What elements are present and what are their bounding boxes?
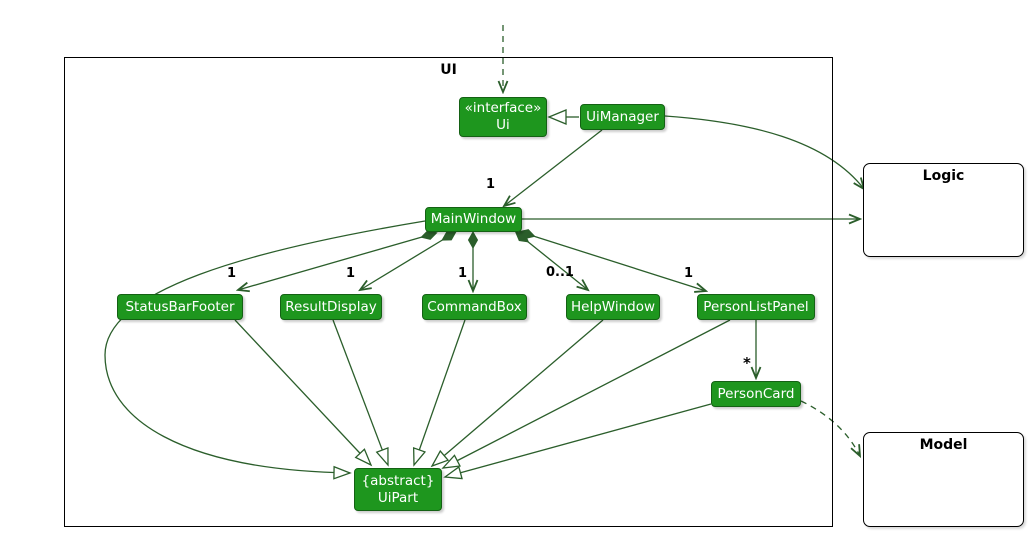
class-name-helpwindow: HelpWindow xyxy=(570,298,655,315)
class-box-personcard: PersonCard xyxy=(711,381,801,407)
multiplicity-helpwindow: 0..1 xyxy=(546,265,574,280)
class-box-ui-interface: «interface» Ui xyxy=(459,97,547,137)
class-box-personlistpanel: PersonListPanel xyxy=(697,294,815,320)
multiplicity-personlistpanel: 1 xyxy=(684,266,694,281)
edge-personcard-extends-uipart xyxy=(443,403,712,480)
class-box-commandbox: CommandBox xyxy=(422,294,527,320)
class-name-mainwindow: MainWindow xyxy=(430,211,517,228)
class-name-personlistpanel: PersonListPanel xyxy=(703,298,809,315)
class-name-ui: Ui xyxy=(496,117,510,133)
edge-resultdisplay-extends-uipart xyxy=(332,319,389,467)
multiplicity-mainwindow: 1 xyxy=(486,177,496,192)
package-label-ui: UI xyxy=(440,62,457,78)
edge-commandbox-extends-uipart xyxy=(412,319,466,467)
class-name-resultdisplay: ResultDisplay xyxy=(285,298,377,315)
multiplicity-personcard: * xyxy=(743,354,751,372)
class-name-personcard: PersonCard xyxy=(717,385,795,402)
edge-mainwindow-to-helpwindow xyxy=(521,236,588,290)
class-box-resultdisplay: ResultDisplay xyxy=(280,294,382,320)
composition-diamond-personlistpanel xyxy=(518,229,536,239)
multiplicity-statusbarfooter: 1 xyxy=(227,266,237,281)
edge-mainwindow-extends-uipart xyxy=(104,220,426,480)
edge-mainwindow-to-personlistpanel xyxy=(526,233,706,291)
realization-arrowhead-ui xyxy=(547,109,567,125)
composition-diamond-resultdisplay xyxy=(441,231,457,241)
edge-mainwindow-to-statusbarfooter xyxy=(238,234,430,290)
class-name-statusbarfooter: StatusBarFooter xyxy=(125,298,235,315)
class-name-uipart: UiPart xyxy=(377,489,419,506)
multiplicity-commandbox: 1 xyxy=(458,266,468,281)
component-frame-model: Model xyxy=(863,432,1024,527)
edge-statusbarfooter-extends-uipart xyxy=(234,319,373,467)
edge-mainwindow-to-resultdisplay xyxy=(360,235,450,290)
class-name-commandbox: CommandBox xyxy=(427,298,522,315)
component-label-logic: Logic xyxy=(922,168,965,184)
class-box-uipart: {abstract} UiPart xyxy=(354,468,442,511)
stereotype-interface: «interface» xyxy=(464,100,542,117)
component-frame-logic: Logic xyxy=(863,163,1024,257)
class-box-uimanager: UiManager xyxy=(580,104,665,130)
component-label-model: Model xyxy=(919,437,968,453)
edge-helpwindow-extends-uipart xyxy=(430,319,604,468)
multiplicity-resultdisplay: 1 xyxy=(346,266,356,281)
edge-uimanager-to-mainwindow xyxy=(504,129,603,206)
class-box-helpwindow: HelpWindow xyxy=(566,294,660,320)
edge-personlistpanel-extends-uipart xyxy=(441,319,731,469)
package-frame-ui: UI xyxy=(64,57,833,527)
class-box-mainwindow: MainWindow xyxy=(425,207,522,232)
class-name-uimanager: UiManager xyxy=(586,108,659,125)
edge-uimanager-to-logic xyxy=(664,115,864,189)
class-box-statusbarfooter: StatusBarFooter xyxy=(117,294,243,320)
stereotype-abstract: {abstract} xyxy=(361,472,435,489)
composition-diamond-commandbox xyxy=(467,230,479,250)
